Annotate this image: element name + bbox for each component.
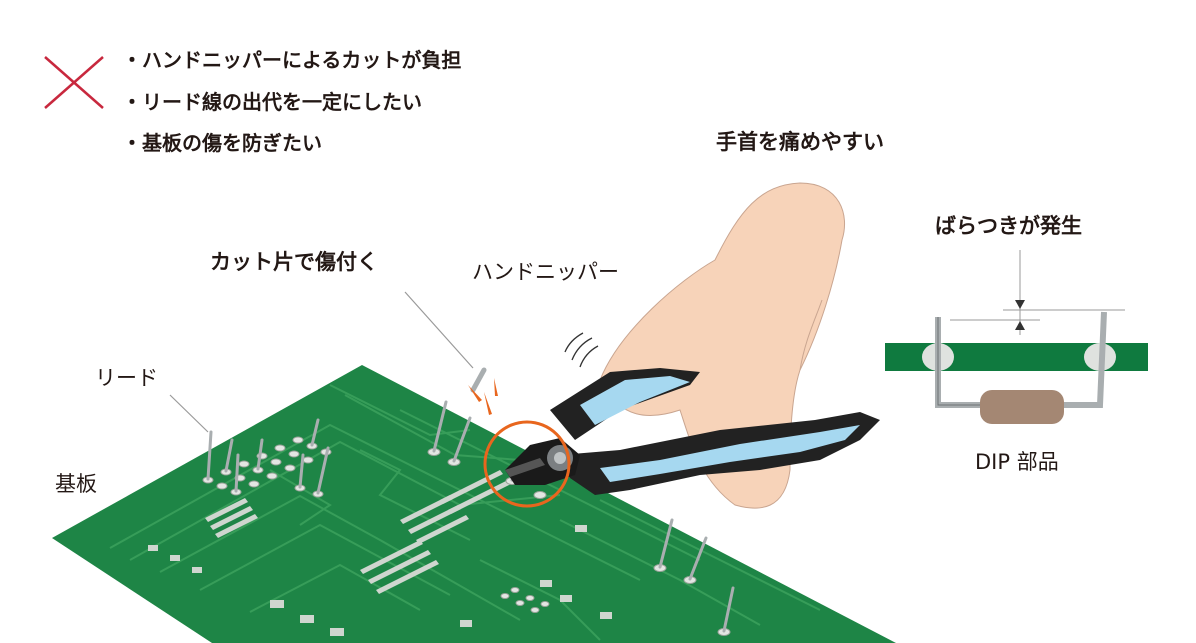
hand-nipper-label: ハンドニッパー (472, 260, 619, 284)
motion-lines-icon (564, 332, 599, 368)
dip-component-detail (885, 250, 1148, 424)
problem-item-1: ・ハンドニッパーによるカットが負担 (122, 48, 462, 72)
problem-item-2: ・リード線の出代を一定にしたい (122, 90, 422, 114)
problem-item-3: ・基板の傷を防ぎたい (122, 131, 322, 155)
lead-label: リード (95, 366, 158, 390)
pcb-board (52, 365, 896, 643)
hand-nipper (505, 368, 880, 495)
spark-icon (468, 378, 498, 415)
x-mark-icon (44, 56, 104, 109)
variation-label: ばらつきが発生 (935, 214, 1082, 238)
board-label: 基板 (55, 472, 97, 496)
wrist-strain-label: 手首を痛めやすい (716, 130, 884, 154)
cut-piece-label: カット片で傷付く (210, 250, 378, 274)
highlight-circle (483, 420, 571, 508)
dip-label: DIP 部品 (975, 450, 1059, 474)
cut-piece (470, 367, 487, 393)
